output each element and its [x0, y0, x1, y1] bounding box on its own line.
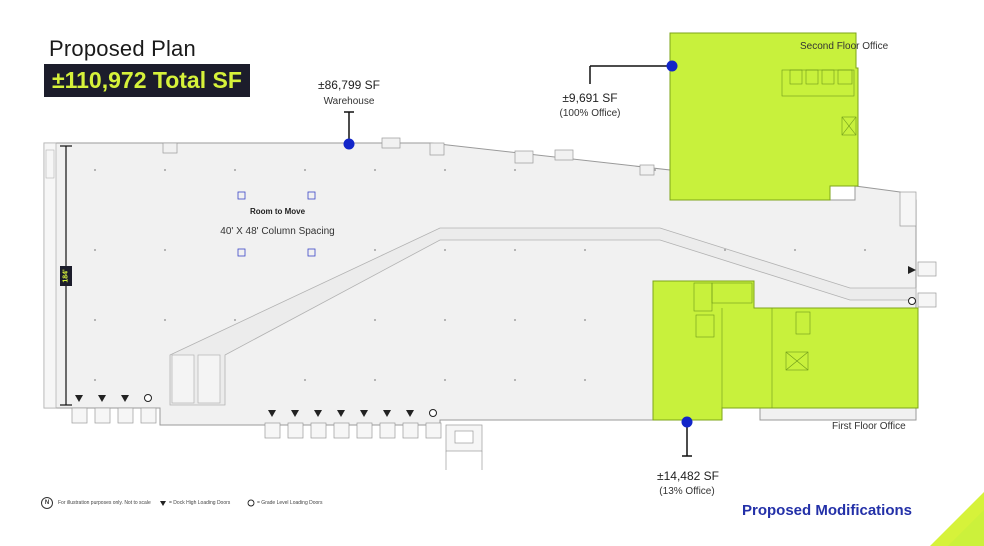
- top-bumps: [162, 137, 655, 176]
- first-floor-callout: [681, 416, 693, 457]
- right-grade-door: [908, 297, 916, 305]
- warehouse-marker: [343, 138, 355, 150]
- left-strip: [43, 142, 57, 409]
- room-title: Room to Move: [249, 207, 306, 216]
- column-grid: [94, 169, 866, 381]
- dimension-badge: 184': [60, 266, 72, 286]
- first-floor-label: First Floor Office: [832, 421, 906, 432]
- ramp: [445, 424, 483, 470]
- first-floor-office: [652, 280, 919, 421]
- proposed-modifications-title: Proposed Modifications: [742, 502, 913, 519]
- grade-door-left: [144, 394, 152, 402]
- legend-grade-symbol: [247, 499, 255, 507]
- warehouse-callout: [343, 111, 355, 150]
- legend-grade-doors: = Grade Level Loading Doors: [257, 500, 323, 506]
- warehouse-use-label: Warehouse: [323, 96, 375, 107]
- dock-doors-bottom: [264, 422, 442, 439]
- warehouse-sf-label: ±86,799 SF: [318, 78, 380, 92]
- second-floor-marker: [666, 60, 678, 72]
- legend-dock-doors: = Dock High Loading Doors: [169, 500, 231, 506]
- dock-door-markers-bottom: [268, 410, 414, 417]
- grade-door-bottom: [429, 409, 437, 417]
- second-floor-label: Second Floor Office: [800, 41, 889, 52]
- legend-dock-symbol: [160, 501, 166, 506]
- dock-doors-left: [71, 407, 157, 424]
- first-floor-pct-label: (13% Office): [659, 486, 715, 497]
- first-floor-sf-label: ±14,482 SF: [657, 469, 719, 483]
- first-floor-marker: [681, 416, 693, 428]
- right-arrow: [908, 266, 916, 274]
- column-markers: [237, 191, 316, 257]
- page-title: Proposed Plan: [49, 36, 196, 61]
- second-floor-sf-label: ±9,691 SF: [562, 91, 618, 105]
- north-icon: N: [41, 497, 53, 509]
- second-floor-callout: [589, 60, 678, 84]
- second-floor-office: [669, 32, 859, 201]
- second-floor-pct-label: (100% Office): [559, 108, 621, 119]
- column-spacing-label: 40' X 48' Column Spacing: [220, 226, 335, 237]
- diagonal-corridor: [169, 227, 917, 406]
- dimension-value: 184': [62, 269, 70, 283]
- legend-note: For illustration purposes only. Not to s…: [58, 500, 151, 506]
- total-sf-badge: ±110,972 Total SF: [44, 64, 250, 97]
- dock-door-markers-left: [75, 395, 129, 402]
